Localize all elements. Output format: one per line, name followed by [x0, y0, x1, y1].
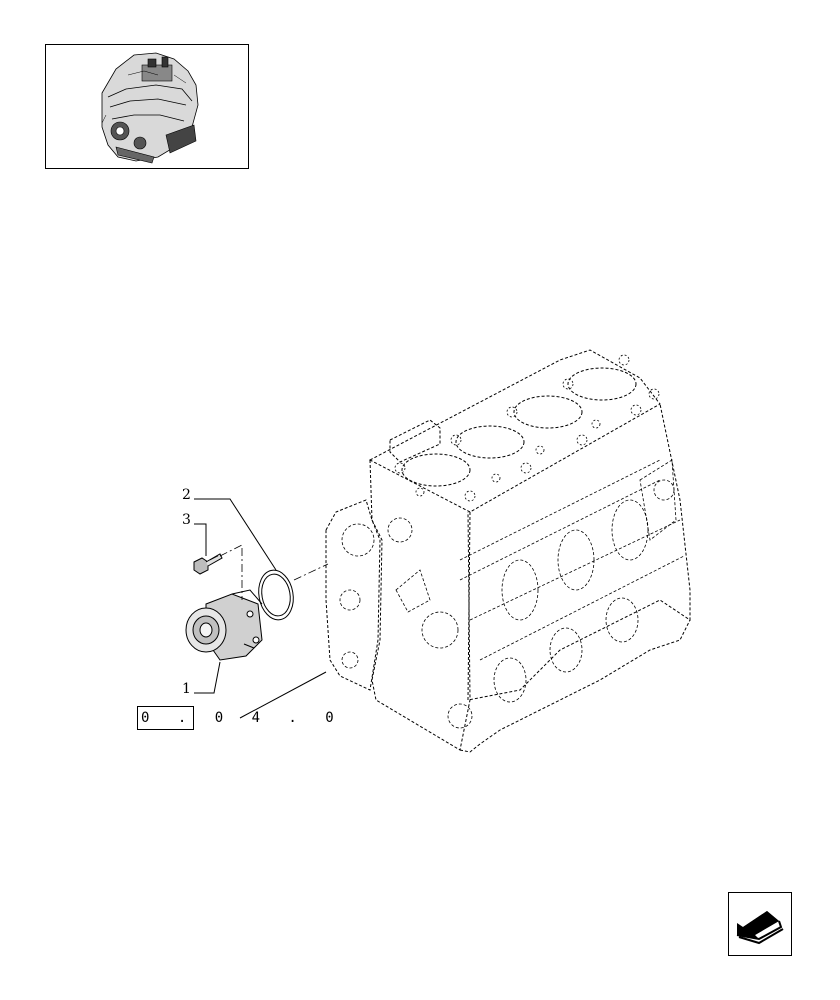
callout-3: 3: [182, 512, 191, 528]
previous-page-button[interactable]: [728, 892, 792, 956]
block-internal-details: [339, 459, 685, 729]
callout-1: 1: [182, 681, 191, 697]
water-pump: [185, 589, 263, 661]
reference-code-box: [137, 706, 194, 730]
previous-page-arrow-icon: [736, 911, 784, 945]
front-cover-plate: [325, 499, 381, 691]
engine-block-outline: [368, 349, 691, 753]
engine-thumbnail-icon: [101, 52, 199, 164]
head-bolt-holes: [394, 354, 660, 502]
gasket: [258, 569, 294, 621]
bolt: [193, 553, 223, 575]
leader-lines: [194, 498, 327, 719]
callout-2: 2: [182, 487, 191, 503]
engine-thumbnail[interactable]: [45, 44, 249, 169]
cylinder-bores: [401, 367, 637, 487]
reference-code[interactable]: 0 . 0 4 . 0: [141, 710, 344, 726]
alignment-lines: [219, 543, 329, 600]
